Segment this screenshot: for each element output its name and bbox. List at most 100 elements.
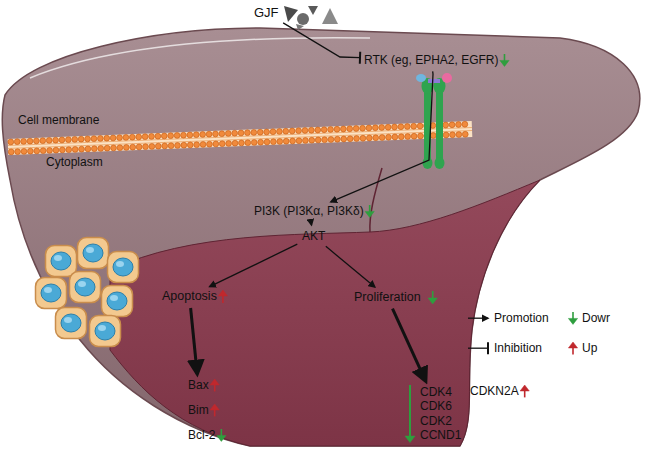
lipid-head xyxy=(296,128,302,134)
lipid-head xyxy=(123,145,129,151)
lipid-head xyxy=(78,136,84,142)
lipid-head xyxy=(59,137,65,143)
lipid-head xyxy=(200,142,206,148)
lipid-head xyxy=(322,137,328,143)
inhibition-connector xyxy=(283,23,360,58)
lipid-head xyxy=(123,135,129,141)
text-node: PI3K (PI3Kα, PI3Kδ) xyxy=(252,203,366,219)
lipid-head xyxy=(450,132,456,138)
lipid-head xyxy=(290,138,296,144)
lipid-head xyxy=(392,134,398,140)
node-text: GJF xyxy=(254,5,279,21)
lipid-head xyxy=(225,131,231,137)
lipid-head xyxy=(392,124,398,130)
lipid-head xyxy=(97,136,103,142)
lipid-head xyxy=(85,136,91,142)
node-text: RTK (eg, EPHA2, EGFR) xyxy=(364,53,498,67)
receptor-symbol-part xyxy=(423,157,433,169)
lipid-head xyxy=(27,148,33,154)
lipid-head xyxy=(270,129,276,135)
lipid-head xyxy=(117,145,123,151)
text-node: Bcl-2 xyxy=(186,427,217,443)
tumor-cell-cluster-part xyxy=(108,252,139,283)
lipid-head xyxy=(341,136,347,142)
lipid-head xyxy=(404,124,410,130)
node-text: AKT xyxy=(302,229,325,243)
lipid-head xyxy=(302,138,308,144)
lipid-head xyxy=(283,138,289,144)
lipid-head xyxy=(354,136,360,142)
liver-outline-part xyxy=(370,168,382,232)
lipid-head xyxy=(59,147,65,153)
liver-outline-part xyxy=(2,28,640,446)
legend-down-sample-head xyxy=(568,318,577,324)
down-indicator-head xyxy=(500,60,509,66)
connectors xyxy=(191,23,433,381)
node-text: CDK6 xyxy=(420,399,461,413)
lipid-head xyxy=(72,137,78,143)
lipid-head xyxy=(245,140,251,146)
lipid-head xyxy=(72,146,78,152)
lipid-head xyxy=(347,126,353,132)
lipid-head xyxy=(398,134,404,140)
lipid-head xyxy=(334,136,340,142)
receptor-symbol-part xyxy=(442,73,452,83)
lipid-head xyxy=(34,148,40,154)
lipid-head xyxy=(417,123,423,129)
lipid-head xyxy=(27,138,33,144)
text-node: AKT xyxy=(300,228,327,244)
lipid-head xyxy=(398,124,404,130)
lipid-head xyxy=(46,137,52,143)
lipid-head xyxy=(353,126,359,132)
lipid-head xyxy=(264,139,270,145)
text-node: Bim xyxy=(186,402,211,418)
lipid-head xyxy=(379,135,385,141)
lipid-head xyxy=(47,147,53,153)
lipid-head xyxy=(168,133,174,139)
lipid-head xyxy=(110,135,116,141)
lipid-head xyxy=(405,134,411,140)
lipid-head xyxy=(309,137,315,143)
lipid-head xyxy=(245,130,251,136)
lipid-head xyxy=(373,135,379,141)
receptor-symbol-part xyxy=(428,79,440,83)
liver-outline-part xyxy=(110,180,540,446)
text-node: GJF xyxy=(252,4,281,22)
lipid-head xyxy=(334,126,340,132)
legend-inhibition-bar xyxy=(487,342,489,354)
lipid-head xyxy=(53,137,59,143)
text-node: Bax xyxy=(186,377,211,393)
lipid-head xyxy=(155,143,161,149)
tumor-cell-cluster-part xyxy=(56,308,87,339)
lipid-head xyxy=(456,122,462,128)
lipid-head xyxy=(462,121,468,127)
lipid-head xyxy=(239,140,245,146)
lipid-head xyxy=(200,132,206,138)
lipid-head xyxy=(181,132,187,138)
node-text: CDK2 xyxy=(420,414,461,428)
lipid-head xyxy=(129,134,135,140)
legend-text: Inhibition xyxy=(494,341,542,355)
tumor-cell-cluster-part xyxy=(90,316,121,347)
lipid-head xyxy=(187,132,193,138)
lipid-head xyxy=(149,144,155,150)
lipid-head xyxy=(372,125,378,131)
liver-outline xyxy=(2,28,640,446)
lipid-head xyxy=(21,138,27,144)
lipid-head xyxy=(347,136,353,142)
node-text: CDK4 xyxy=(420,385,461,399)
receptor-symbol-part xyxy=(436,90,443,162)
down-indicator-head xyxy=(428,298,437,304)
gjf-compound-icons-part xyxy=(296,24,304,30)
lipid-head xyxy=(386,134,392,140)
lipid-head xyxy=(168,143,174,149)
tumor-cell-cluster-part xyxy=(102,286,133,317)
lipid-head xyxy=(264,129,270,135)
lipid-head xyxy=(360,135,366,141)
lipid-head xyxy=(193,132,199,138)
lipid-head xyxy=(65,137,71,143)
membrane-tail-line xyxy=(8,128,472,146)
lipid-head xyxy=(206,131,212,137)
